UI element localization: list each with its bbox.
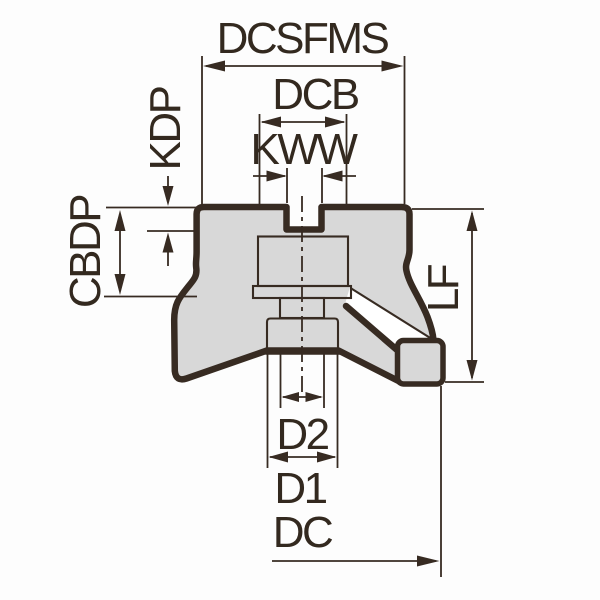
dimension-kdp: KDP — [106, 86, 197, 266]
dimension-dc: DC — [272, 386, 442, 577]
dim-label-lf: LF — [419, 264, 468, 312]
dimension-d1: D1 — [266, 353, 339, 513]
arrowhead-right — [325, 116, 346, 128]
dimension-cbdp: CBDP — [61, 195, 197, 308]
dim-label-dcb: DCB — [272, 70, 359, 119]
dim-label-kww: KWW — [251, 125, 359, 174]
arrowhead-down — [162, 186, 174, 206]
cutter-body — [170, 203, 446, 387]
seat-band-upper-edge — [349, 287, 435, 341]
dimension-d2: D2 — [276, 353, 331, 459]
seat-band-lower-edge — [342, 302, 400, 353]
arrowhead-left — [281, 392, 299, 402]
arrowhead-bottom — [466, 360, 478, 381]
dimension-dcsfms: DCSFMS — [201, 14, 406, 204]
arrowhead-right — [381, 60, 404, 72]
dim-label-d2: D2 — [276, 410, 328, 459]
arrowhead-left — [260, 116, 281, 128]
arrowhead-left — [268, 451, 288, 463]
arrowhead-right — [417, 555, 440, 567]
dim-label-cbdp: CBDP — [61, 195, 110, 308]
arrowhead-right — [317, 451, 337, 463]
arrowhead-top — [466, 210, 478, 231]
arrowhead-left — [266, 170, 287, 182]
dim-label-dc: DC — [273, 508, 333, 557]
arrowhead-up — [162, 232, 174, 253]
cutter-body-outline — [170, 203, 438, 385]
dim-label-dcsfms: DCSFMS — [217, 14, 389, 63]
arrowhead-right — [305, 392, 323, 402]
arrowhead-left — [203, 60, 225, 72]
cutting-insert — [394, 337, 446, 387]
dim-label-kdp: KDP — [141, 86, 190, 170]
arrowhead-right — [322, 170, 343, 182]
insert-seat-band — [345, 287, 434, 349]
arrowhead-bottom — [114, 274, 126, 295]
arrowhead-top — [114, 210, 126, 231]
dimension-lf: LF — [412, 208, 484, 383]
dimension-dcb: DCB — [258, 70, 361, 204]
dimension-kww: KWW — [251, 125, 361, 203]
dim-label-d1: D1 — [274, 464, 326, 513]
